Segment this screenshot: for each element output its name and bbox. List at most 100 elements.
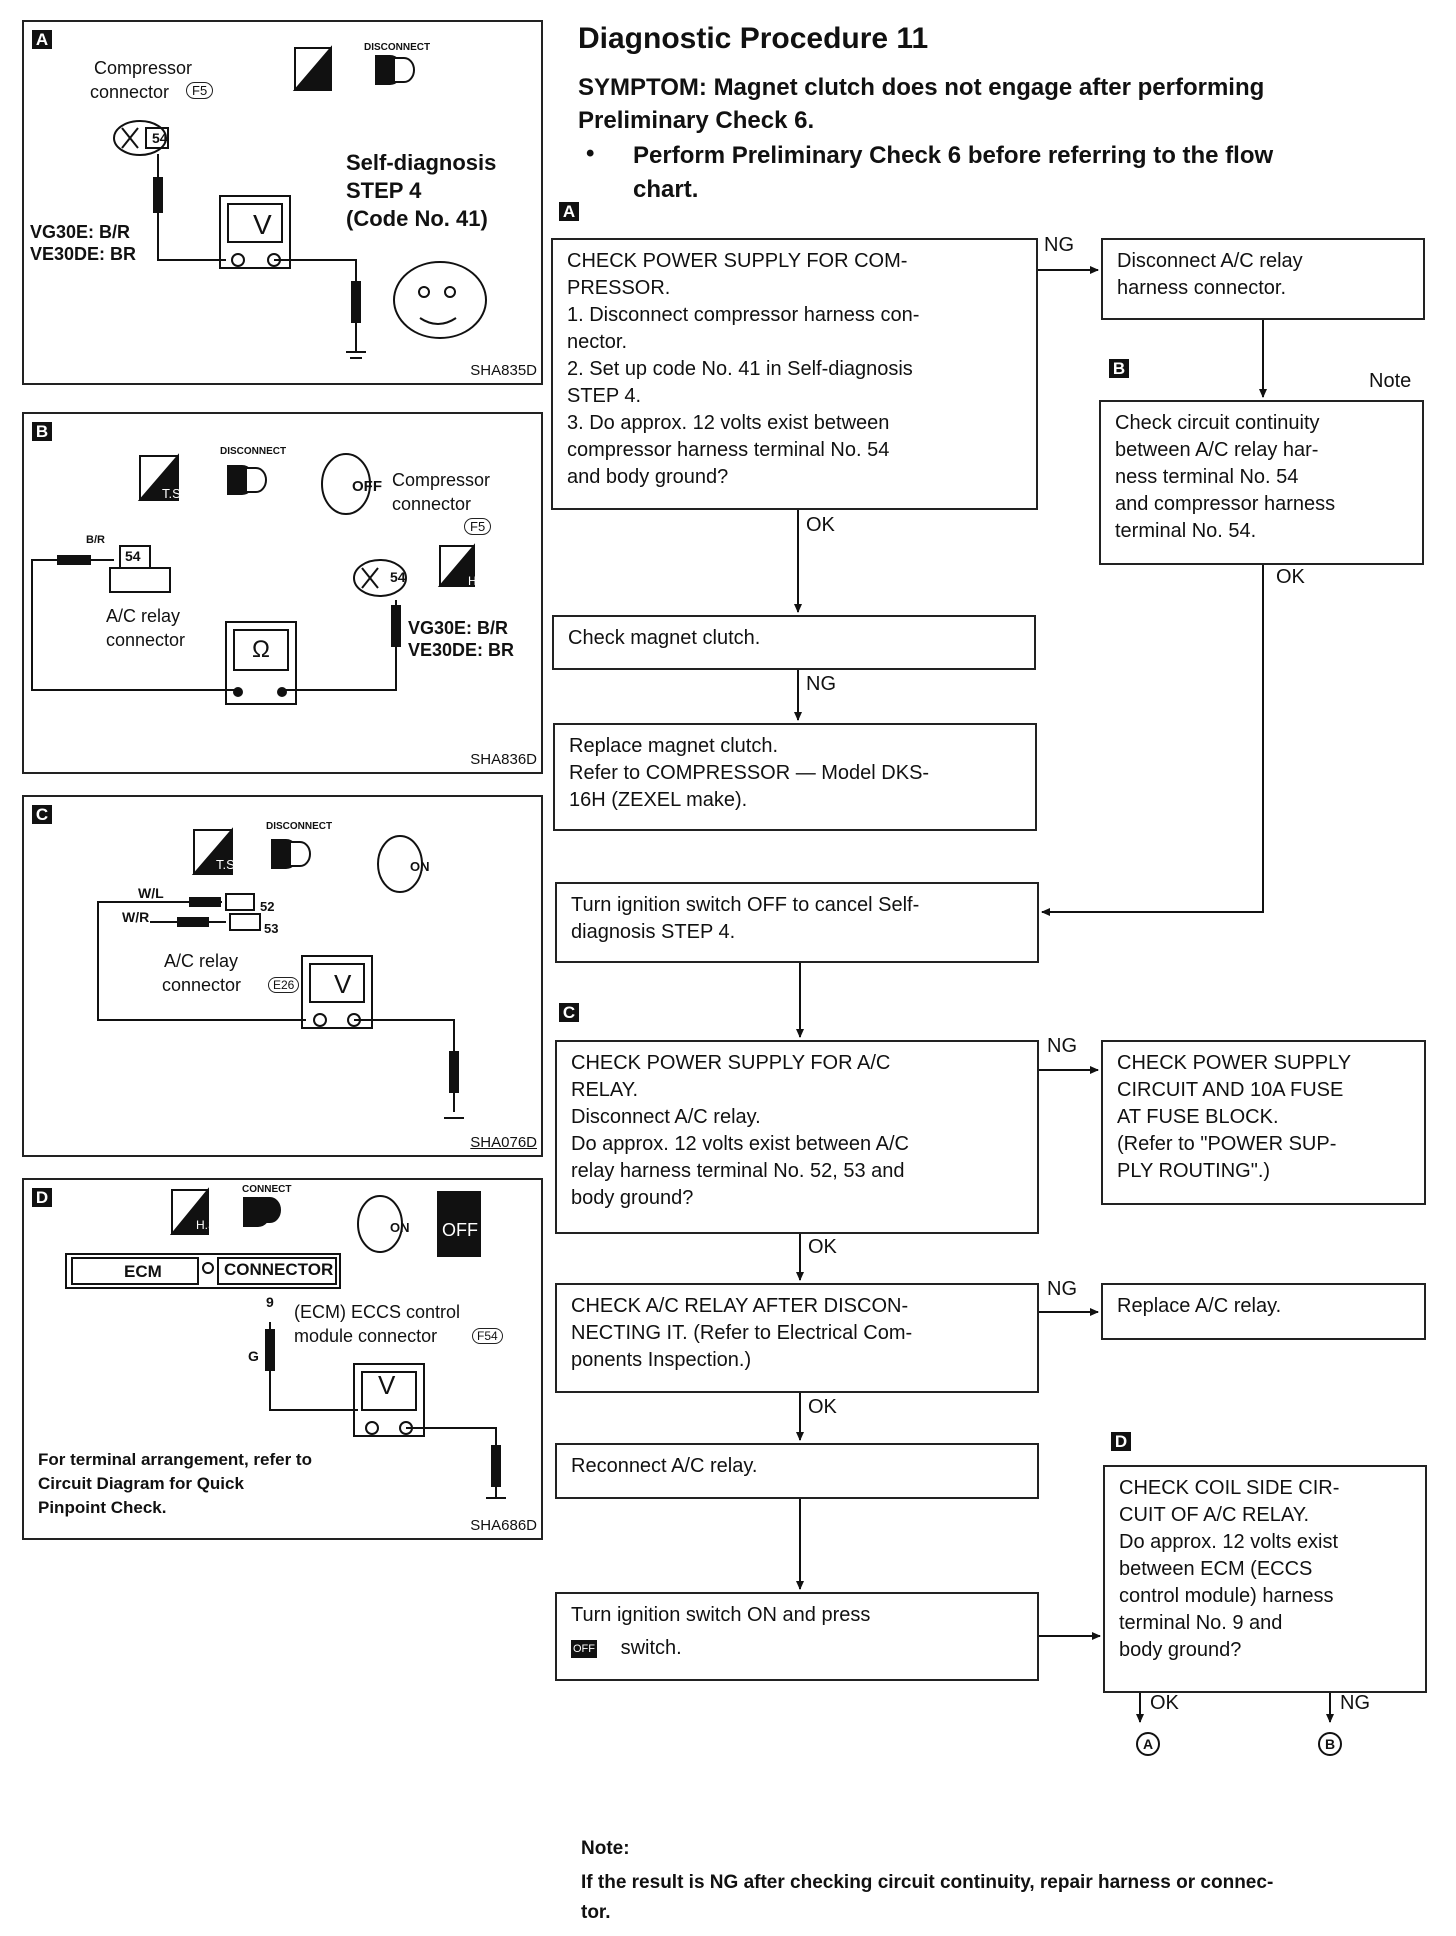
wire-br-label: B/R [86, 534, 105, 546]
voltmeter-symbol: V [378, 1370, 396, 1400]
box-line: Do approx. 12 volts exist between A/C [571, 1133, 909, 1155]
box-line: CIRCUIT AND 10A FUSE [1117, 1079, 1344, 1101]
off-switch-icon: OFF [571, 1639, 597, 1658]
box-line: CUIT OF A/C RELAY. [1119, 1504, 1310, 1526]
box-line: Do approx. 12 volts exist [1119, 1531, 1338, 1553]
box-line: diagnosis STEP 4. [571, 921, 736, 943]
compressor-connector-label: Compressor [94, 58, 193, 78]
box-line: compressor harness terminal No. 54 [567, 439, 890, 461]
box-line: STEP 4. [567, 385, 642, 407]
on-key-label: ON [390, 1220, 410, 1235]
box-line: 2. Set up code No. 41 in Self-diagnosis [567, 358, 913, 380]
ecm-module-label-2: module connector [294, 1326, 438, 1346]
self-diagnosis-step: STEP 4 [346, 178, 422, 203]
ecm-module-label: (ECM) ECCS control [294, 1302, 461, 1322]
note-line-2: tor. [581, 1902, 611, 1923]
connector-label: connector [392, 494, 472, 514]
tag-a: A [32, 30, 52, 49]
note-heading: Note: [581, 1838, 630, 1859]
box-line: CHECK POWER SUPPLY [1117, 1052, 1352, 1074]
box-line: CHECK POWER SUPPLY FOR A/C [571, 1052, 891, 1074]
figure-code: SHA836D [470, 751, 537, 768]
box-line: Reconnect A/C relay. [571, 1455, 758, 1477]
box-line: Replace magnet clutch. [569, 735, 779, 757]
wire-wr-label: W/R [122, 909, 150, 925]
relay-terminal-54: 54 [125, 548, 141, 564]
flow-tag-d: D [1111, 1432, 1131, 1451]
box-line: relay harness terminal No. 52, 53 and [571, 1160, 905, 1182]
connector-id: E26 [268, 977, 300, 993]
compressor-connector-label-2: connector [90, 82, 170, 102]
check-coil-circuit-box: CHECK COIL SIDE CIR-CUIT OF A/C RELAY.Do… [1103, 1465, 1427, 1693]
box-line: terminal No. 9 and [1119, 1612, 1283, 1634]
ac-relay-label-2: connector [106, 630, 186, 650]
box-line: nector. [567, 331, 628, 353]
comp-terminal-54: 54 [390, 569, 406, 585]
connector-id: F5 [464, 518, 492, 535]
ng-label-coil: NG [1340, 1692, 1370, 1714]
box-line: NECTING IT. (Refer to Electrical Com- [571, 1322, 913, 1344]
ng-label-1: NG [1044, 234, 1074, 256]
ok-label-1: OK [806, 514, 835, 536]
ng-label-relay-power: NG [1047, 1035, 1077, 1057]
bullet-dot: • [586, 140, 595, 167]
ts-label: T.S. [162, 486, 185, 501]
terminal-53: 53 [264, 921, 279, 936]
ok-label-continuity: OK [1276, 566, 1305, 588]
ignition-on-text: Turn ignition switch ON and press [571, 1604, 871, 1626]
panel-d: D H.S. CONNECT ON OFF ECM CONNECTOR 9 G … [22, 1178, 543, 1540]
box-line: RELAY. [571, 1079, 639, 1101]
box-line: ponents Inspection.) [571, 1349, 752, 1371]
tag-b: B [32, 422, 52, 441]
tag-c: C [32, 805, 52, 824]
box-line: Check circuit continuity [1115, 412, 1320, 434]
ecm-label: ECM [124, 1262, 162, 1281]
bullet-line-1: Perform Preliminary Check 6 before refer… [633, 142, 1274, 169]
terminal-note-3: Pinpoint Check. [38, 1498, 167, 1517]
check-relay-power-box: CHECK POWER SUPPLY FOR A/C RELAY. Disconne… [555, 1040, 1039, 1234]
terminal-9: 9 [266, 1294, 274, 1310]
disconnect-label: DISCONNECT [364, 42, 431, 53]
wire-wl-label: W/L [138, 885, 164, 901]
check-continuity-box: Check circuit continuity between A/C rela… [1099, 400, 1424, 565]
box-line: PRESSOR. [567, 277, 671, 299]
wire-color-1: VG30E: B/R [408, 618, 509, 638]
symptom-line-1: SYMPTOM: Magnet clutch does not engage a… [578, 74, 1265, 101]
box-line: harness connector. [1117, 277, 1286, 299]
hs-label: H.S. [196, 1218, 220, 1232]
box-line: 3. Do approx. 12 volts exist between [567, 412, 890, 434]
off-switch-label: OFF [442, 1220, 478, 1240]
terminal-note-2: Circuit Diagram for Quick [38, 1474, 244, 1493]
ng-label-clutch: NG [806, 673, 836, 695]
wire-color-2: VE30DE: BR [30, 244, 137, 264]
flow-tag-c: C [559, 1003, 579, 1022]
note-line-1: If the result is NG after checking circu… [581, 1872, 1274, 1893]
goto-b: B [1318, 1732, 1342, 1756]
figure-code: SHA686D [470, 1517, 537, 1534]
tag-d: D [32, 1188, 52, 1207]
hs-label: H.S. [468, 574, 492, 588]
box-line: AT FUSE BLOCK. [1117, 1106, 1279, 1128]
disconnect-label: DISCONNECT [266, 821, 333, 832]
wire-color-2: VE30DE: BR [408, 640, 515, 660]
switch-text: switch. [620, 1637, 682, 1659]
on-key-label: ON [410, 859, 430, 874]
box-line: Replace A/C relay. [1117, 1295, 1282, 1317]
check-relay-box: CHECK A/C RELAY AFTER DISCON-NECTING IT.… [555, 1283, 1039, 1393]
box-line: terminal No. 54. [1115, 520, 1257, 542]
symptom-line-2: Preliminary Check 6. [578, 107, 815, 134]
figure-code: SHA835D [470, 362, 537, 379]
wire-color-1: VG30E: B/R [30, 222, 131, 242]
voltmeter-symbol: V [253, 209, 272, 240]
page-title: Diagnostic Procedure 11 [578, 22, 929, 55]
box-line: Disconnect A/C relay. [571, 1106, 761, 1128]
self-diagnosis-code: (Code No. 41) [346, 206, 488, 231]
bullet-line-2: chart. [633, 176, 699, 203]
box-line: (Refer to "POWER SUP- [1117, 1133, 1337, 1155]
box-line: between ECM (ECCS [1119, 1558, 1313, 1580]
check-magnet-clutch-box: Check magnet clutch. [552, 615, 1036, 670]
box-line: body ground? [1119, 1639, 1242, 1661]
box-line: between A/C relay har- [1115, 439, 1319, 461]
check-compressor-power-box: CHECK POWER SUPPLY FOR COM-PRESSOR.1. Di… [551, 238, 1038, 510]
